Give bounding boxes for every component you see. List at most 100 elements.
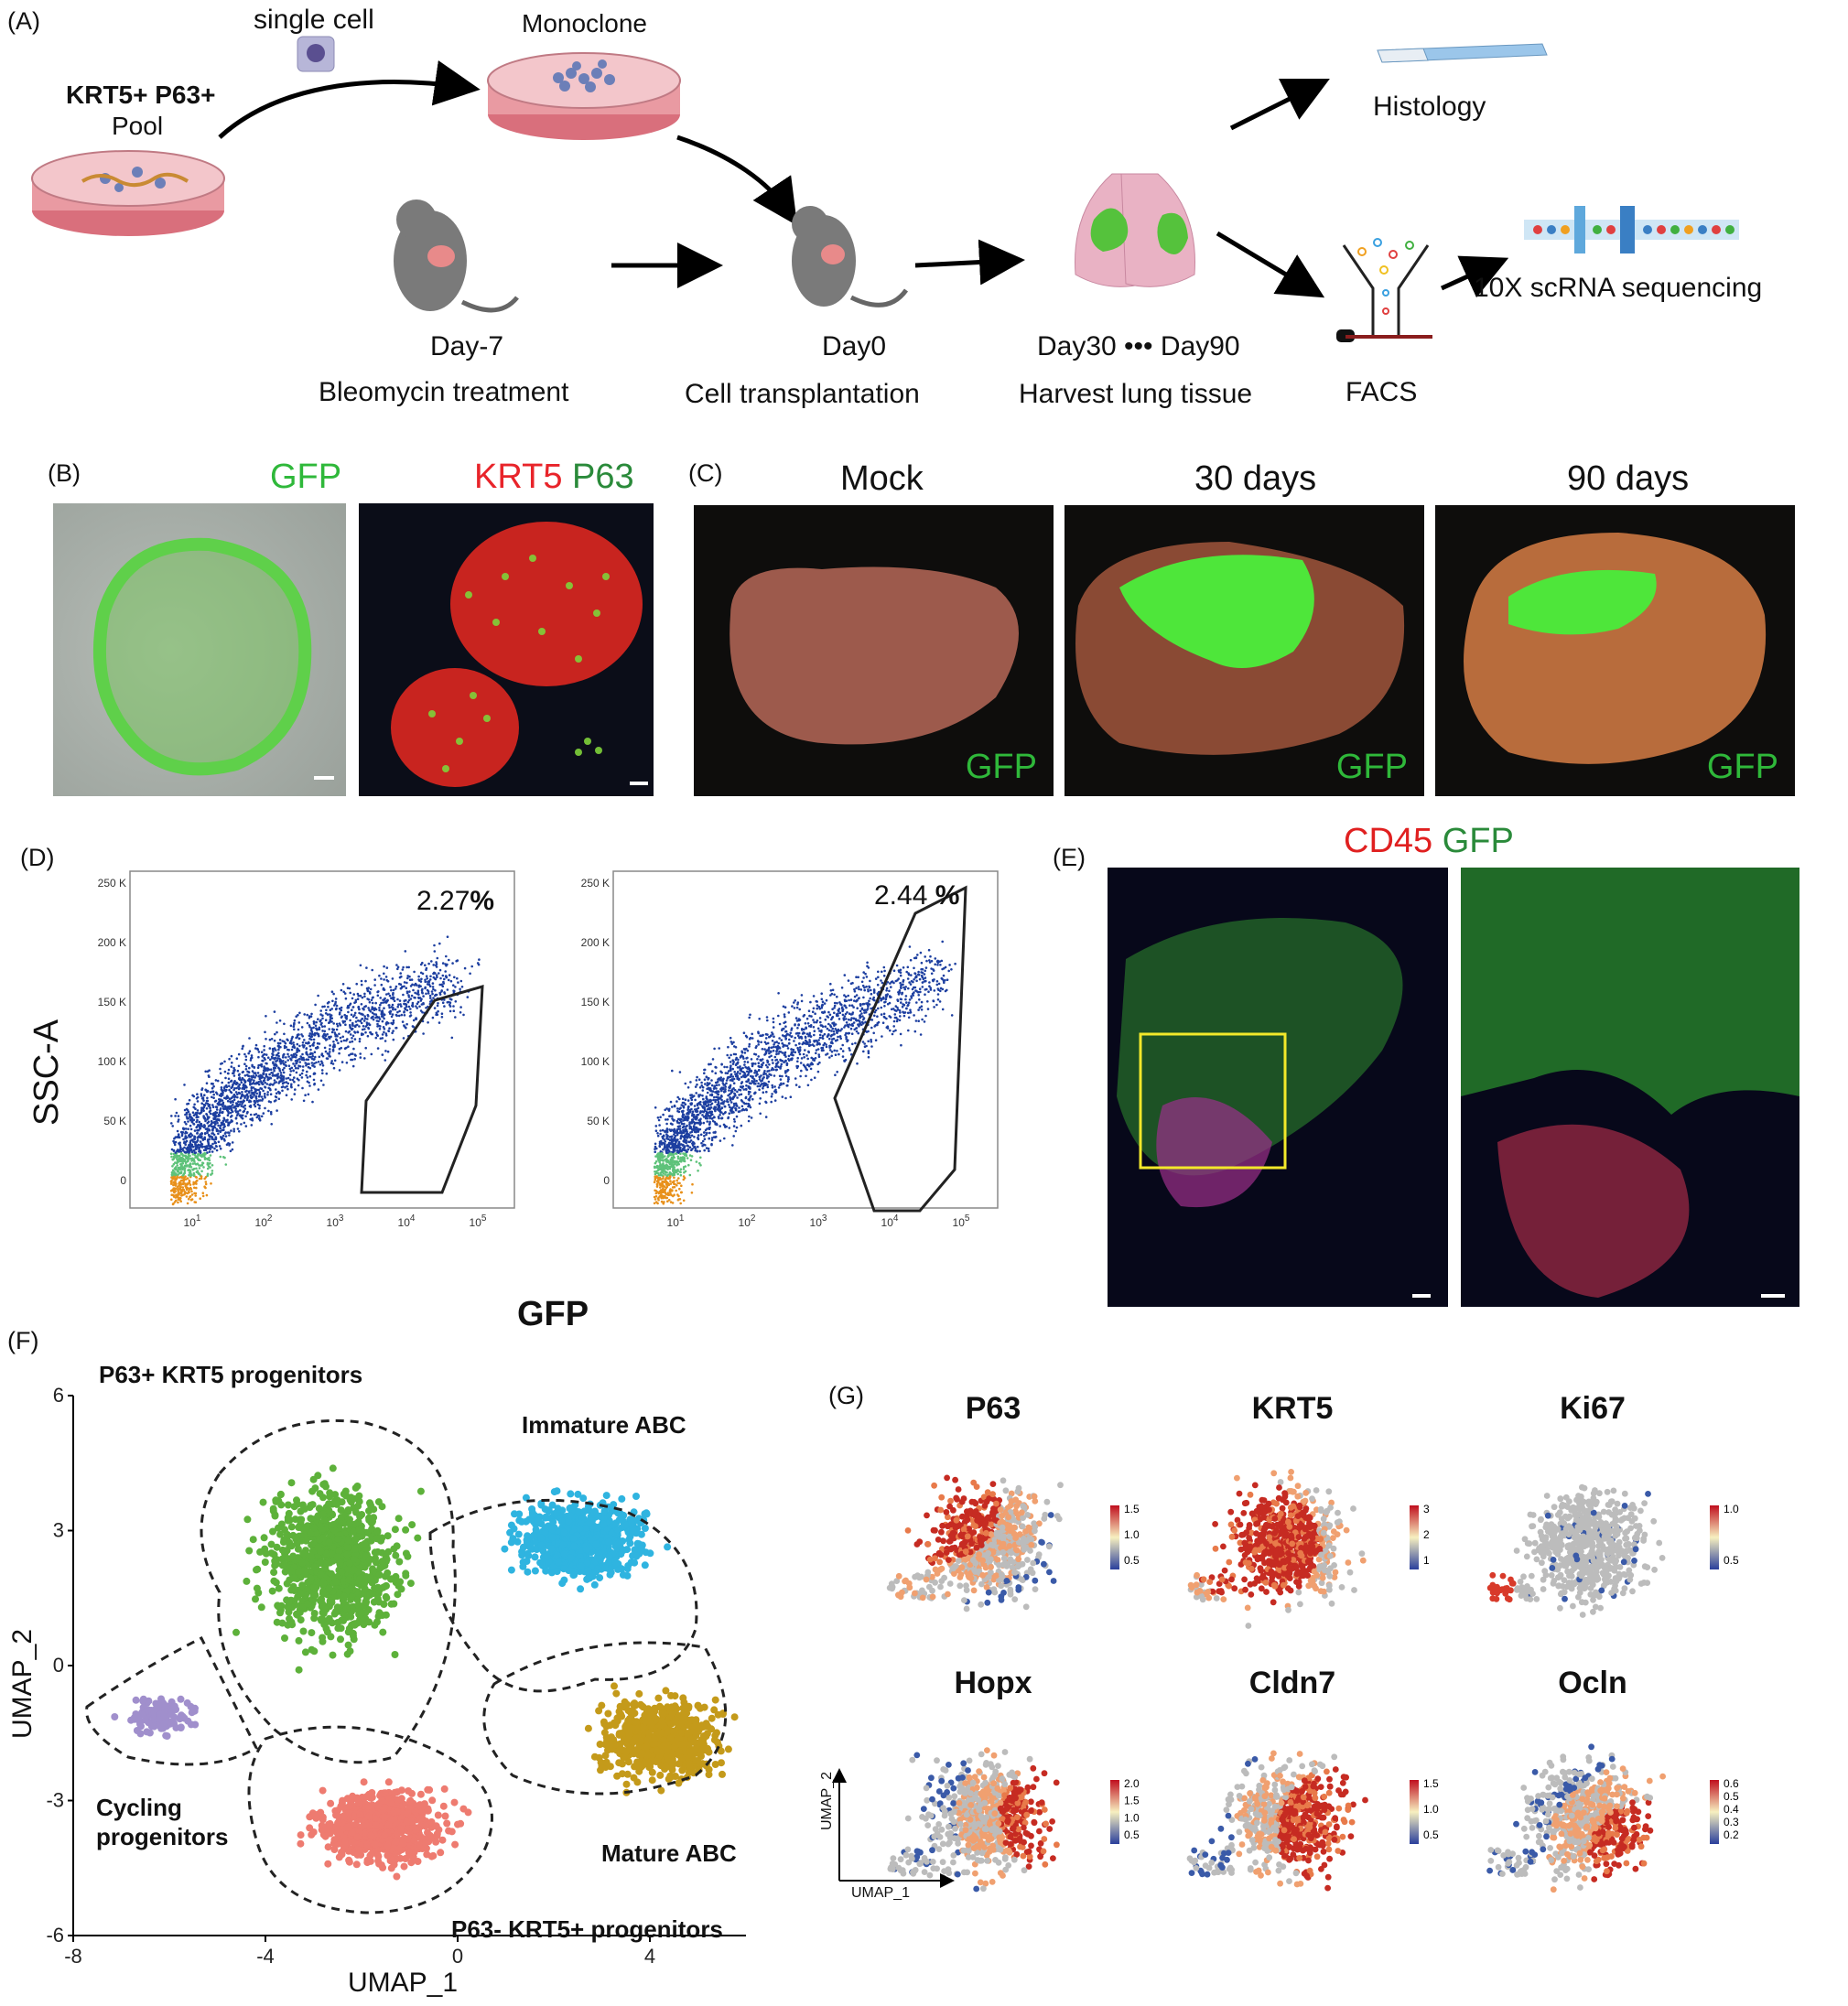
flow-event-dot [924,979,927,983]
panel-a-label: (A) [7,7,40,35]
flow-event-dot [377,1024,381,1028]
flow-event-dot [690,1134,694,1138]
flow-event-dot [676,1107,679,1110]
flow-event-dot [733,1088,737,1092]
flow-event-dot [784,1034,788,1037]
flow-event-dot [440,1016,444,1019]
gate1-percentage: 2.27% [416,886,494,917]
flow-event-dot [697,1145,699,1149]
flow-event-dot [668,1142,672,1145]
flow-event-dot [261,1097,265,1101]
flow-event-dot [771,1093,773,1095]
flow-event-dot [759,1034,762,1037]
flow-event-dot [747,1079,750,1082]
flow-event-dot [805,1027,807,1030]
flow-event-dot [221,1089,224,1093]
flow-event-dot [777,1065,780,1069]
flow-event-dot [722,1086,725,1089]
flow-event-dot [200,1175,203,1178]
flow-event-dot [378,1008,381,1012]
flow-event-dot [668,1136,672,1138]
flow-event-dot [321,1017,324,1020]
flow-event-dot [714,1130,717,1134]
flow-event-dot [668,1191,672,1194]
flow-event-dot [800,994,804,997]
flow-event-dot [219,1108,222,1112]
flow-event-dot [297,1037,301,1041]
flow-event-dot [402,993,405,997]
flow-event-dot [672,1150,675,1154]
flow-event-dot [675,1139,678,1142]
flow-event-dot [726,1072,729,1074]
flow-event-dot [439,976,442,980]
flow-event-dot [358,1025,361,1028]
flow-event-dot [781,1029,784,1031]
flow-event-dot [898,1019,902,1022]
flow-event-dot [213,1126,217,1129]
flow-event-dot [706,1082,709,1084]
flow-event-dot [314,1003,317,1007]
flow-event-dot [669,1180,672,1182]
flow-event-dot [770,1068,773,1072]
flow-event-dot [232,1070,236,1073]
flow-event-dot [695,1092,697,1095]
flow-event-dot [798,1008,801,1011]
flow-event-dot [673,1193,675,1196]
flow-event-dot [384,1059,387,1062]
flow-event-dot [678,1097,681,1101]
flow-event-dot [277,1054,280,1058]
flow-event-dot [812,1019,815,1021]
flow-event-dot [181,1159,185,1163]
flow-event-dot [870,1007,872,1010]
flow-event-dot [899,998,902,1000]
flow-event-dot [745,1088,748,1091]
flow-event-dot [758,1088,761,1091]
flow-event-dot [850,1032,854,1035]
flow-event-dot [860,1007,864,1010]
flow-event-dot [673,1133,675,1136]
flow-event-dot [828,1013,832,1017]
flow-event-dot [924,955,926,958]
flow-event-dot [689,1131,692,1134]
flow-event-dot [189,1141,192,1144]
flow-event-dot [289,1070,293,1073]
flow-event-dot [917,1019,920,1022]
flow-event-dot [353,1025,357,1028]
flow-event-dot [826,1052,829,1055]
flow-event-dot [710,1079,713,1082]
flow-event-dot [200,1095,203,1097]
flow-event-dot [773,1085,776,1088]
flow-event-dot [169,1152,173,1156]
flow-event-dot [699,1164,702,1167]
flow-event-dot [936,964,939,966]
flow-event-dot [270,1055,274,1059]
flow-event-dot [224,1076,227,1080]
flow-event-dot [902,1003,906,1007]
flow-event-dot [703,1078,707,1081]
flow-event-dot [330,1020,333,1023]
flow-event-dot [211,1086,214,1090]
flow-event-dot [337,1041,340,1045]
flow-event-dot [265,1067,267,1070]
flow-event-dot [724,1072,728,1074]
umap-xtick-label: 0 [452,1945,463,1968]
flow-event-dot [237,1100,240,1104]
flow-event-dot [202,1099,205,1102]
flow-event-dot [340,1015,343,1018]
flow-event-dot [200,1106,203,1109]
flow-xtick-label: 105 [953,1213,970,1229]
flow-event-dot [841,1009,844,1013]
flow-event-dot [681,1109,685,1113]
flow-event-dot [185,1116,189,1118]
flow-event-dot [330,1030,334,1034]
flow-event-dot [228,1088,231,1092]
flow-event-dot [209,1161,211,1165]
flow-event-dot [190,1198,194,1201]
flow-event-dot [660,1152,664,1155]
flow-event-dot [844,995,848,998]
flow-event-dot [281,1040,284,1042]
flow-event-dot [676,1168,679,1171]
flow-event-dot [720,1116,724,1120]
flow-event-dot [861,1015,864,1018]
day90-title: 90 days [1567,459,1690,498]
